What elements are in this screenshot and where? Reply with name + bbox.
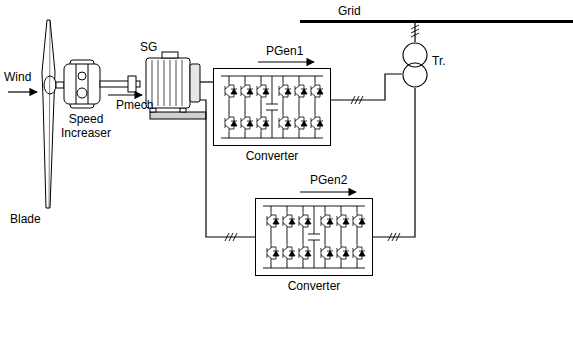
signal-name: PGen2: [310, 173, 347, 187]
power-line: [200, 81, 213, 82]
power-line: [373, 88, 415, 237]
generator-drawing: [146, 52, 206, 119]
node-label: SG: [140, 40, 157, 54]
power-arrow: [300, 191, 356, 192]
node-label: Converter: [214, 149, 330, 163]
transformer: Tr.: [402, 42, 428, 88]
transformer-symbol: [403, 43, 427, 87]
power-arrow: [108, 94, 142, 95]
signal-name: Pmech: [116, 98, 153, 112]
blade-drawing: [42, 20, 56, 208]
converter-circuit: [263, 206, 365, 268]
signal-name: PGen1: [266, 44, 303, 58]
grid-bus: Grid: [300, 2, 573, 23]
converter-box: Converter: [255, 198, 373, 276]
node-label: Grid: [338, 4, 361, 18]
power-line: [414, 23, 415, 42]
wind-arrow: [8, 91, 37, 92]
power-line: [331, 74, 402, 100]
power-arrow: [258, 61, 314, 62]
power-line: [200, 100, 255, 237]
node-label: Converter: [256, 279, 372, 293]
part-name: Blade: [10, 212, 41, 226]
converter-circuit: [221, 76, 323, 138]
part-name: Speed Increaser: [58, 112, 114, 140]
node-label: Tr.: [432, 54, 446, 68]
wind-label: Wind: [4, 70, 31, 84]
converter-box: Converter: [213, 68, 331, 146]
